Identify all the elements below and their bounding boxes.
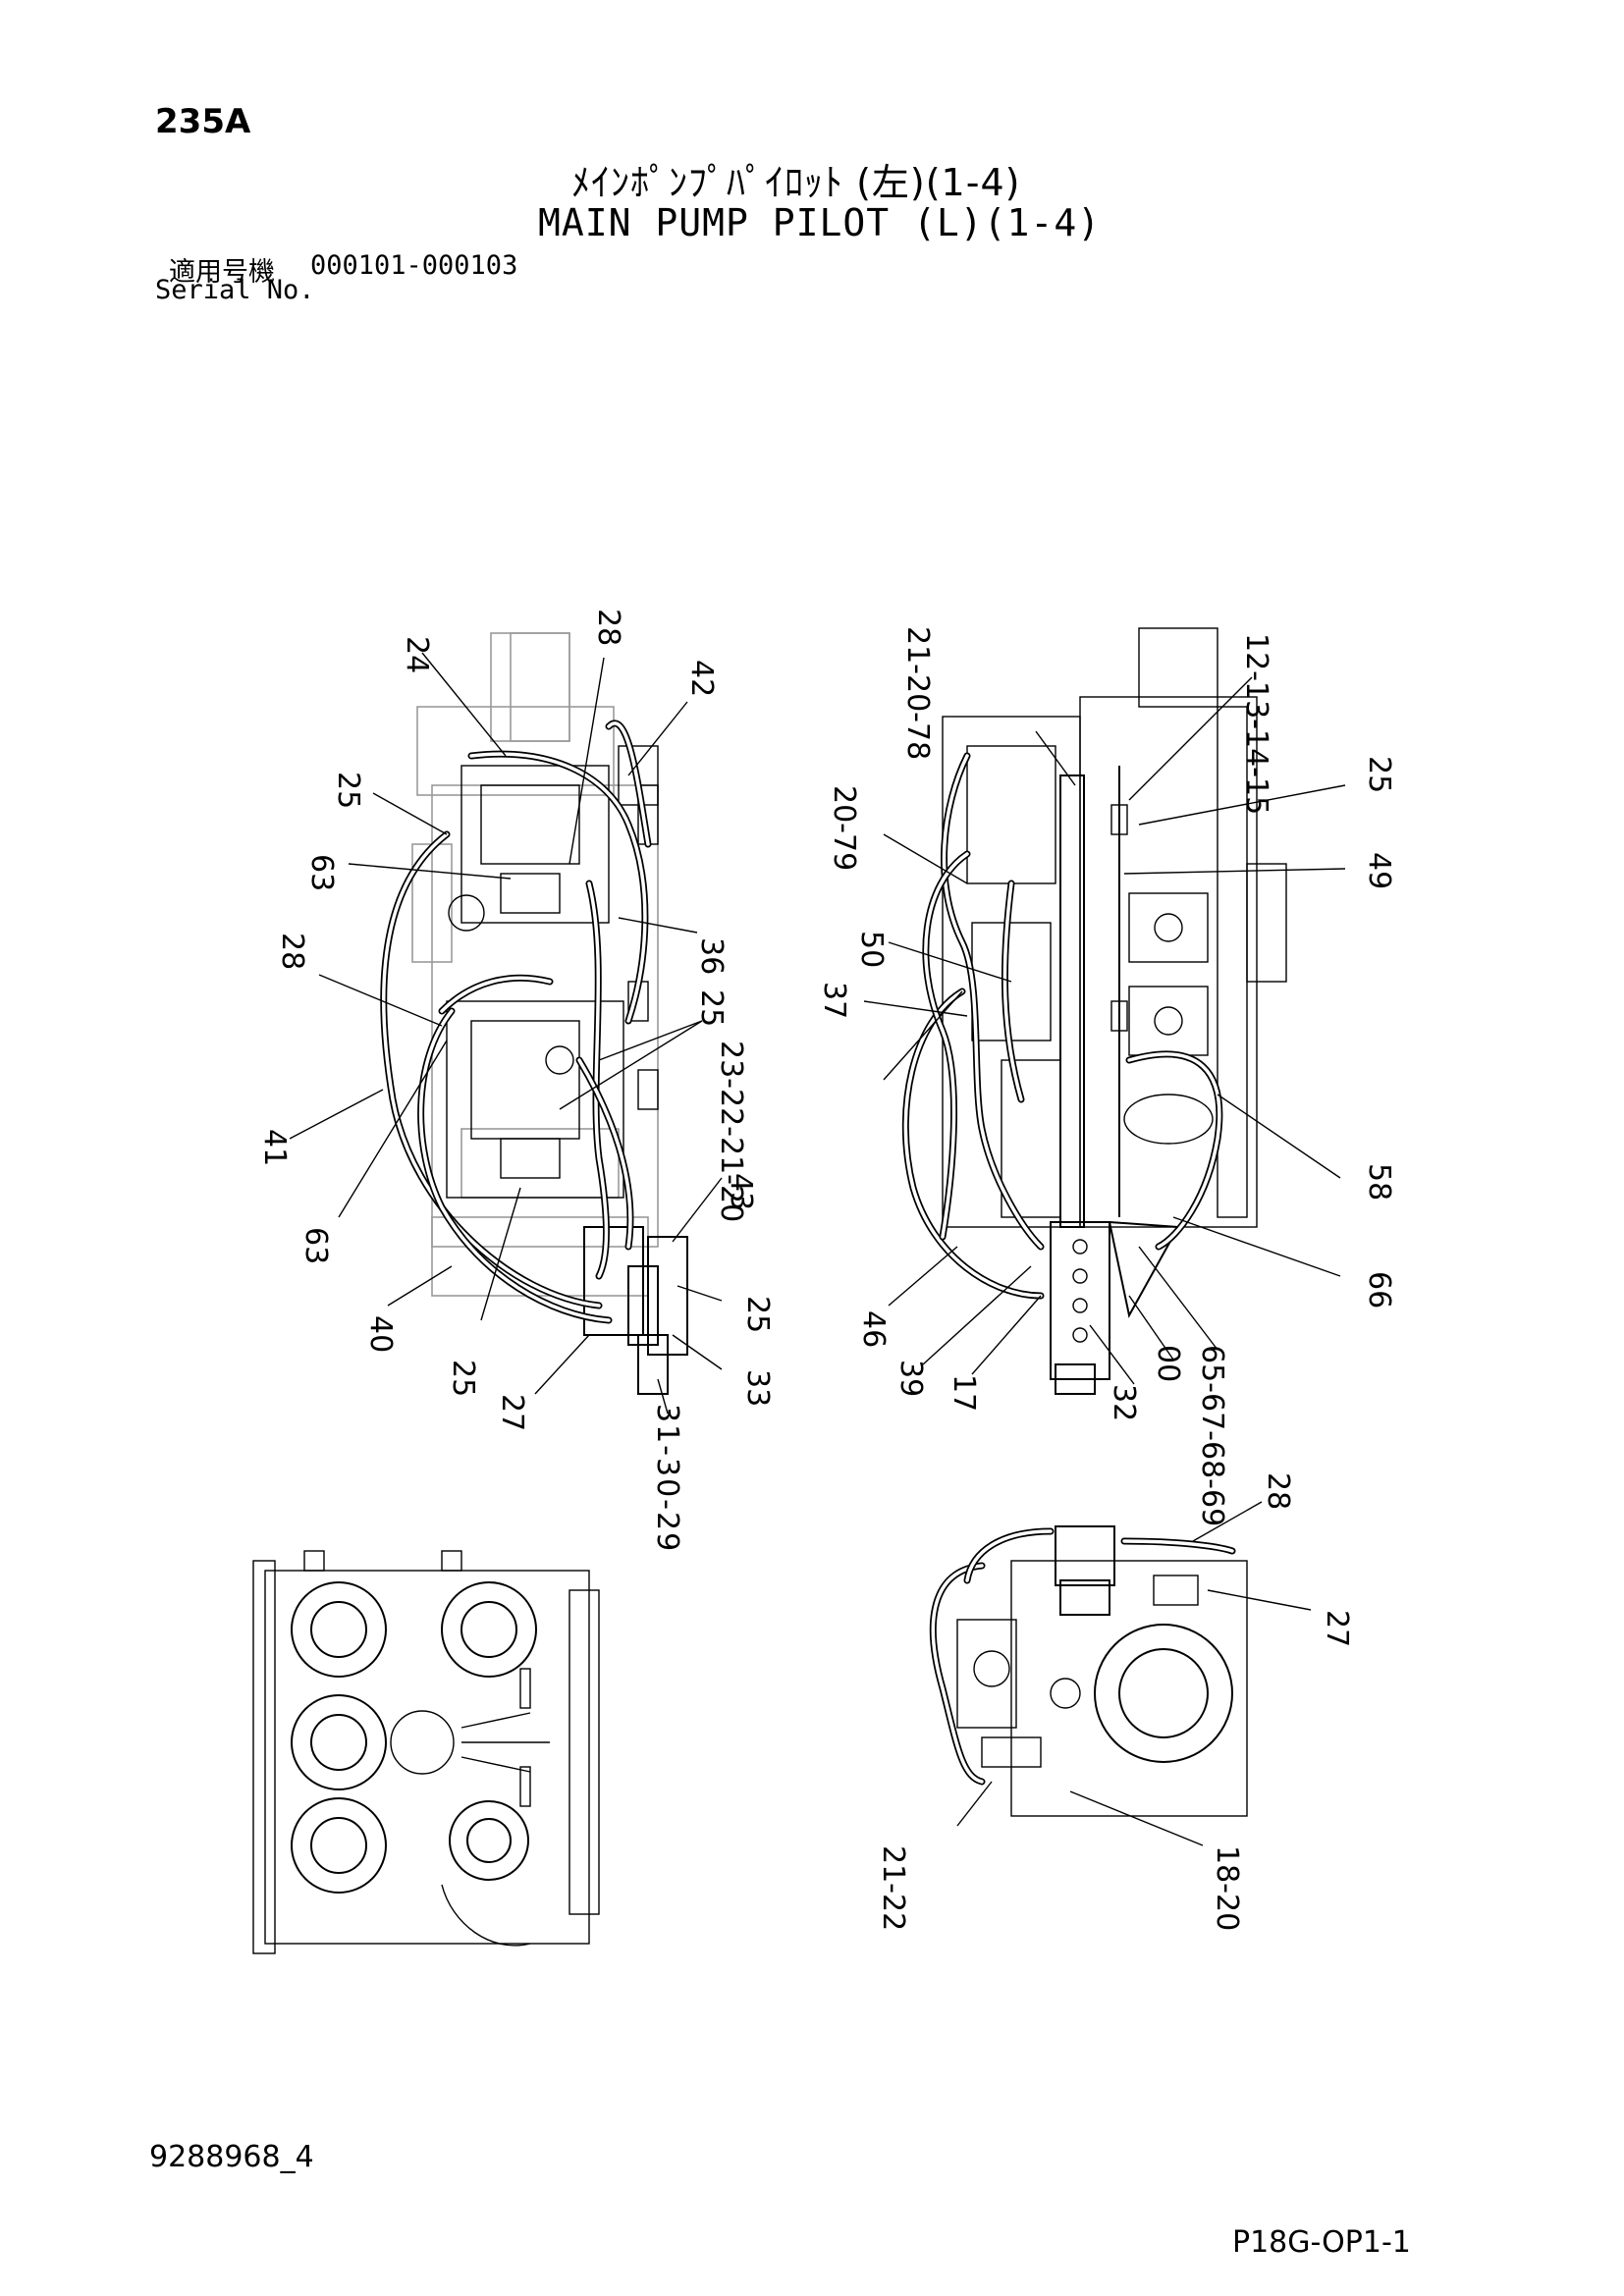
serial-label: Serial No. [155, 275, 315, 305]
hoses-left [380, 720, 652, 1324]
callout-label: 46 [856, 1310, 891, 1348]
callout-label: 40 [363, 1315, 398, 1353]
callout-label: 20-79 [827, 785, 861, 871]
callout-label: 39 [893, 1360, 928, 1397]
callouts-left: 24 28 42 25 63 28 36 25 41 63 43 40 25 2… [257, 609, 775, 1553]
callout-label: 50 [854, 931, 889, 968]
manifold-block [583, 1226, 688, 1395]
callout-label: 21-20-78 [900, 626, 935, 760]
pump-body-outline-right [942, 627, 1287, 1228]
regulator-blocks [446, 745, 659, 1199]
callout-label: 65-67-68-69 [1195, 1345, 1229, 1526]
callout-label: 28 [591, 609, 625, 646]
callout-label: 36 [694, 937, 729, 975]
page-code: 235A [155, 102, 251, 141]
callout-label: 66 [1362, 1271, 1396, 1308]
bracket-right [1050, 1220, 1180, 1395]
callout-label: 49 [1362, 852, 1396, 889]
callout-label: 27 [495, 1394, 529, 1431]
callout-label: 00 [1151, 1345, 1185, 1382]
serial-range: 000101-000103 [310, 250, 518, 281]
callout-label: 25 [446, 1360, 480, 1397]
callout-label: 37 [817, 982, 851, 1019]
callout-label: 25 [740, 1296, 775, 1333]
bottom-right-view: 28 27 21-22 18-20 [876, 1472, 1354, 1931]
leader-lines-right [863, 676, 1346, 1385]
pipe-rail [1059, 766, 1128, 1228]
callout-label: 63 [298, 1227, 333, 1264]
callout-label: 17 [947, 1374, 981, 1412]
callout-label: 25 [694, 989, 729, 1027]
right-view: 21-20-78 12-13-14-15 20-79 25 49 50 37 2… [714, 626, 1396, 1526]
callout-label: 58 [1362, 1163, 1396, 1201]
callout-label: 23-22-21-20 [714, 1041, 748, 1222]
document-number: 9288968_4 [149, 2140, 314, 2174]
callouts-right: 21-20-78 12-13-14-15 20-79 25 49 50 37 2… [714, 626, 1396, 1526]
callout-label: 21-22 [876, 1845, 910, 1931]
callout-label: 12-13-14-15 [1239, 633, 1273, 815]
callout-label: 31-30-29 [650, 1404, 684, 1553]
bottom-left-view [252, 1550, 600, 1954]
page-title-japanese: ﾒｲﾝﾎﾟﾝﾌﾟﾊﾟｲﾛｯﾄ (左)(1-4) [571, 161, 1021, 204]
callout-label: 63 [304, 854, 339, 891]
page-code-footer: P18G-OP1-1 [1232, 2225, 1411, 2260]
callout-label: 25 [331, 772, 365, 809]
callout-label: 41 [257, 1129, 292, 1166]
callout-label: 25 [1362, 756, 1396, 793]
callout-label: 33 [740, 1369, 775, 1407]
callout-label: 18-20 [1210, 1845, 1244, 1931]
callout-label: 24 [400, 636, 434, 673]
callout-label: 43 [724, 1173, 758, 1210]
callout-label: 42 [684, 660, 719, 697]
hoses-right [901, 752, 1223, 1300]
callout-label: 28 [275, 933, 309, 970]
left-view: 24 28 42 25 63 28 36 25 41 63 43 40 25 2… [257, 609, 775, 1553]
callout-label: 32 [1107, 1384, 1141, 1421]
callout-label: 28 [1261, 1472, 1295, 1510]
serial-label-japanese: 適用号機 [169, 257, 275, 288]
leader-lines-left [289, 652, 723, 1415]
page-title: MAIN PUMP PILOT (L)(1-4) [538, 201, 1102, 244]
callout-label: 27 [1320, 1610, 1354, 1647]
